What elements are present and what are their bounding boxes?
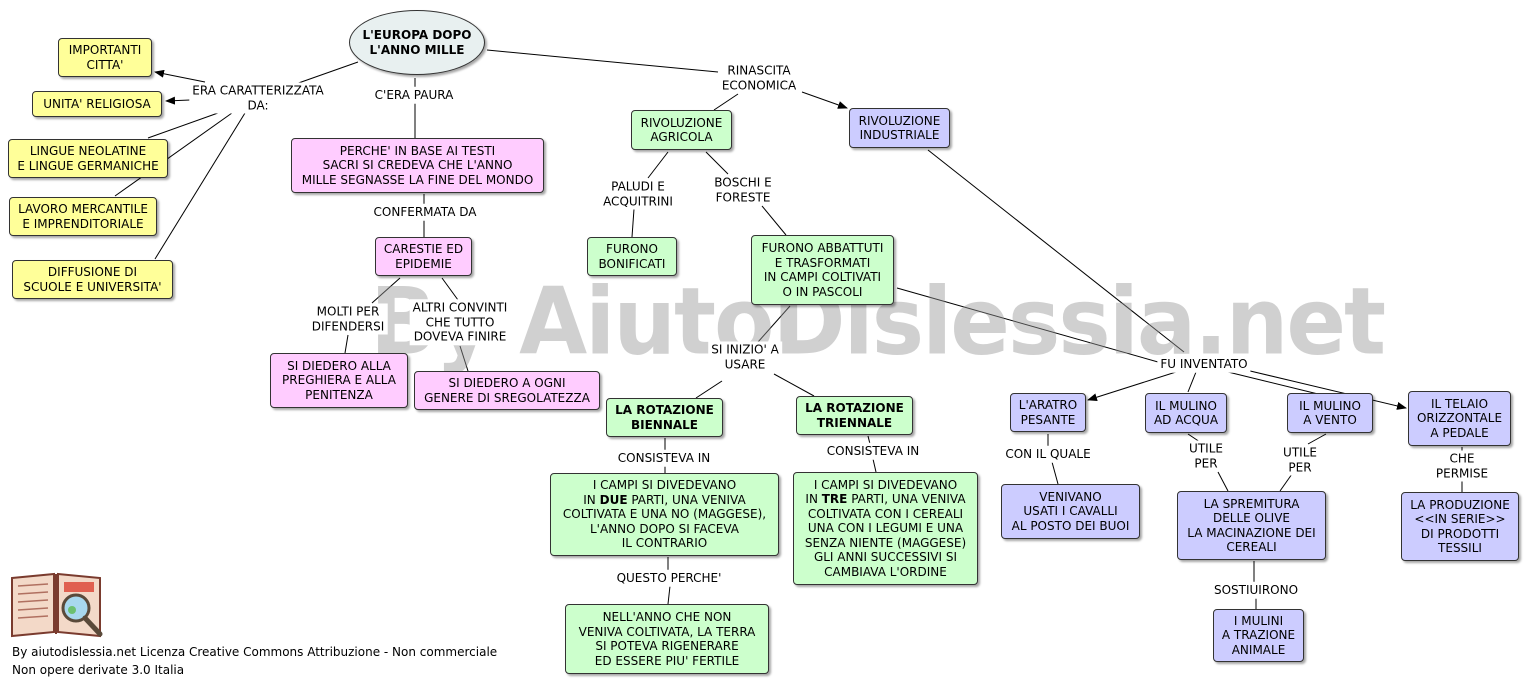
edge-root-rinascita	[486, 49, 719, 73]
edge-agricola-boschi	[705, 151, 729, 175]
label-altri: ALTRI CONVINTI CHE TUTTO DOVEVA FINIRE	[409, 299, 511, 345]
edge-root-caratterizzata	[289, 61, 359, 87]
node-tre-parti[interactable]: I CAMPI SI DIVEDEVANO IN TRE PARTI, UNA …	[793, 472, 978, 585]
edge-altri-sregolatezza	[459, 345, 469, 372]
edge-inventato-aratro	[1087, 371, 1177, 402]
edge-inizio-biennale	[695, 380, 723, 399]
label-utile-vento: UTILE PER	[1280, 444, 1320, 476]
edge-quale-cavalli	[1051, 461, 1059, 485]
edge-caratt-religiosa	[165, 96, 191, 105]
node-bonificati[interactable]: FURONO BONIFICATI	[587, 237, 677, 276]
label-consisteva-triennale: CONSISTEVA IN	[823, 442, 923, 460]
book-magnifier-logo-icon	[11, 572, 103, 638]
node-telaio[interactable]: IL TELAIO ORIZZONTALE A PEDALE	[1408, 391, 1511, 446]
edge-caratt-citta	[154, 69, 206, 83]
label-che-permise: CHE PERMISE	[1431, 450, 1493, 482]
edge-caratt-scuole	[154, 112, 246, 260]
node-mulino-vento[interactable]: IL MULINO A VENTO	[1287, 393, 1373, 433]
node-sregolatezza[interactable]: SI DIEDERO A OGNI GENERE DI SREGOLATEZZA	[414, 371, 600, 410]
label-molti: MOLTI PER DIFENDERSI	[308, 303, 388, 335]
node-produzione-serie[interactable]: LA PRODUZIONE <<IN SERIE>> DI PRODOTTI T…	[1401, 492, 1519, 561]
edge-abbattuti-inventato	[896, 287, 1159, 363]
node-importanti-citta[interactable]: IMPORTANTI CITTA'	[58, 38, 152, 77]
edge-inventato-telaio	[1245, 369, 1407, 410]
edge-inventato-vento	[1227, 371, 1319, 395]
node-rivoluzione-agricola[interactable]: RIVOLUZIONE AGRICOLA	[631, 110, 732, 150]
edge-paludi-bonificati	[631, 208, 635, 238]
label-confermata: CONFERMATA DA	[370, 203, 480, 221]
edge-agricola-paludi	[647, 151, 669, 179]
edge-utile2-spremitura	[1279, 473, 1293, 492]
node-scuole[interactable]: DIFFUSIONE DI SCUOLE E UNIVERSITA'	[12, 260, 173, 299]
edge-inizio-triennale	[773, 373, 815, 397]
edge-caratt-lingue	[147, 112, 219, 139]
label-boschi: BOSCHI E FORESTE	[711, 174, 775, 206]
node-preghiera[interactable]: SI DIEDERO ALLA PREGHIERA E ALLA PENITEN…	[270, 353, 408, 408]
edge-inventato-acqua	[1187, 371, 1197, 393]
due-parti-text: I CAMPI SI DIVEDEVANO IN DUE PARTI, UNA …	[562, 478, 767, 551]
edge-boschi-abbattuti	[761, 205, 787, 236]
label-paludi: PALUDI E ACQUITRINI	[600, 178, 676, 210]
label-con-il-quale: CON IL QUALE	[1002, 445, 1094, 463]
node-unita-religiosa[interactable]: UNITA' RELIGIOSA	[32, 91, 162, 117]
edge-triennale-consisteva	[867, 435, 871, 445]
label-sostituirono: SOSTIUIRONO	[1210, 581, 1302, 599]
node-lavoro[interactable]: LAVORO MERCANTILE E IMPRENDITORIALE	[9, 197, 157, 236]
root-node[interactable]: L'EUROPA DOPO L'ANNO MILLE	[349, 10, 485, 75]
edge-industriale-inventato	[927, 149, 1185, 353]
edge-abbattuti-inizio	[757, 305, 791, 343]
node-piu-fertile[interactable]: NELL'ANNO CHE NON VENIVA COLTIVATA, LA T…	[565, 604, 769, 674]
node-rotazione-biennale[interactable]: LA ROTAZIONE BIENNALE	[606, 398, 723, 437]
edge-utile-spremitura	[1217, 471, 1229, 492]
license-credit-text: By aiutodislessia.net Licenza Creative C…	[12, 645, 498, 677]
edge-carestie-altri	[441, 277, 459, 301]
node-spremitura[interactable]: LA SPREMITURA DELLE OLIVE LA MACINAZIONE…	[1177, 491, 1326, 560]
edge-molti-preghiera	[344, 334, 349, 354]
node-mulino-acqua[interactable]: IL MULINO AD ACQUA	[1145, 393, 1227, 433]
label-paura: C'ERA PAURA	[371, 86, 457, 104]
edge-rinascita-agricola	[713, 93, 739, 111]
node-testi-sacri[interactable]: PERCHE' IN BASE AI TESTI SACRI SI CREDEV…	[291, 138, 544, 193]
label-consisteva-biennale: CONSISTEVA IN	[614, 449, 714, 467]
node-carestie[interactable]: CARESTIE ED EPIDEMIE	[375, 237, 472, 276]
label-rinascita: RINASCITA ECONOMICA	[718, 62, 800, 94]
edge-carestie-molti	[371, 277, 401, 304]
node-rotazione-triennale[interactable]: LA ROTAZIONE TRIENNALE	[796, 396, 913, 435]
edge-rinascita-industriale	[801, 91, 848, 109]
edge-caratt-lavoro	[114, 112, 233, 197]
edge-vento-utile	[1307, 433, 1327, 445]
label-questo-perche: QUESTO PERCHE'	[613, 569, 725, 587]
label-caratterizzata: ERA CARATTERIZZATA DA:	[189, 82, 327, 114]
node-mulini-trazione[interactable]: I MULINI A TRAZIONE ANIMALE	[1213, 609, 1304, 662]
edge-consisteva-tre	[872, 458, 877, 473]
node-aratro[interactable]: L'ARATRO PESANTE	[1010, 393, 1086, 432]
label-inizio: SI INIZIO' A USARE	[708, 341, 782, 373]
node-due-parti[interactable]: I CAMPI SI DIVEDEVANO IN DUE PARTI, UNA …	[550, 473, 779, 556]
node-lingue[interactable]: LINGUE NEOLATINE E LINGUE GERMANICHE	[8, 139, 168, 178]
node-cavalli[interactable]: VENIVANO USATI I CAVALLI AL POSTO DEI BU…	[1001, 484, 1140, 539]
tre-parti-text: I CAMPI SI DIVEDEVANO IN TRE PARTI, UNA …	[804, 477, 967, 579]
label-fu-inventato: FU INVENTATO	[1157, 355, 1251, 373]
label-utile-acqua: UTILE PER	[1186, 440, 1226, 472]
node-rivoluzione-industriale[interactable]: RIVOLUZIONE INDUSTRIALE	[849, 108, 950, 148]
edge-questo-fertile	[667, 585, 671, 605]
license-credit: By aiutodislessia.net Licenza Creative C…	[12, 643, 497, 679]
node-abbattuti[interactable]: FURONO ABBATTUTI E TRASFORMATI IN CAMPI …	[751, 235, 894, 305]
